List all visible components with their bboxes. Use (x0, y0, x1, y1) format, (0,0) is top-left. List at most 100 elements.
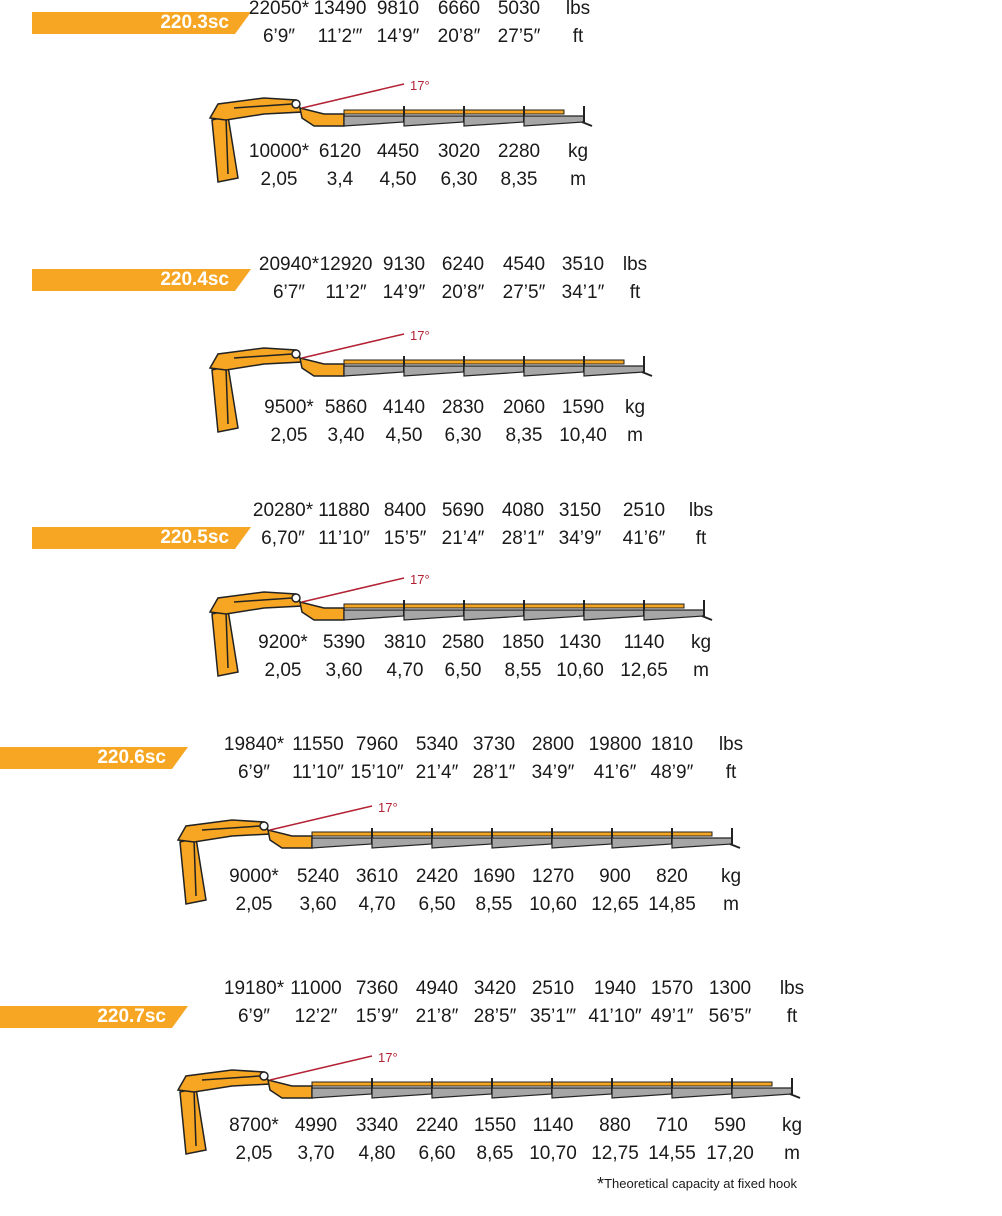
lbs-value: 11880 (318, 500, 370, 521)
extension-segment (731, 1087, 793, 1099)
angle-line (269, 805, 373, 831)
ft-value: 28’5″ (473, 1006, 517, 1027)
lbs-value: 7360 (355, 978, 399, 999)
kg-value: 4450 (376, 141, 420, 162)
m-value: 3,4 (326, 169, 354, 190)
ft-value: 6’9″ (262, 26, 296, 47)
ft-value: 49’1″ (650, 1006, 694, 1027)
extension-rod (343, 603, 685, 609)
column-cylinder (225, 367, 229, 425)
angle-label: 17° (410, 78, 430, 93)
model-name: 220.7sc (97, 1006, 166, 1027)
boom-tip (729, 843, 741, 849)
lbs-value: 2510 (531, 978, 575, 999)
m-value: 12,65 (591, 894, 639, 915)
ft-value: 27’5″ (497, 26, 541, 47)
ft-value: 15’5″ (383, 528, 427, 549)
ft-value: 21’4″ (415, 762, 459, 783)
knuckle-joint (291, 99, 301, 109)
model-name: 220.6sc (97, 747, 166, 768)
boom-tip (789, 1093, 801, 1099)
lbs-value: 8400 (383, 500, 427, 521)
extension-rod (311, 1081, 773, 1087)
ft-unit-label: ft (725, 762, 737, 783)
boom-cylinder (233, 103, 293, 109)
lbs-value: 3420 (473, 978, 517, 999)
extension-segment (403, 609, 465, 621)
kg-value: 590 (714, 1115, 746, 1136)
lbs-value: 2800 (531, 734, 575, 755)
lbs-value: 13490 (313, 0, 367, 19)
lbs-value: 3150 (558, 500, 602, 521)
m-unit-label: m (627, 425, 643, 446)
boom-cylinder (201, 1075, 261, 1081)
kg-value: 1140 (623, 632, 665, 653)
boom-cylinder (233, 353, 293, 359)
ft-value: 21’4″ (441, 528, 485, 549)
lbs-value: 22050* (248, 0, 310, 19)
lbs-value: 7960 (355, 734, 399, 755)
lbs-value: 19840* (223, 734, 285, 755)
kg-value: 6120 (318, 141, 362, 162)
ft-value: 11’10″ (318, 528, 370, 549)
kg-value: 1270 (531, 866, 575, 887)
extension-segment (583, 609, 645, 621)
lbs-value: 5030 (497, 0, 541, 19)
footnote-text: Theoretical capacity at fixed hook (604, 1176, 797, 1191)
knuckle-joint (259, 1071, 269, 1081)
ft-value: 34’1″ (561, 282, 605, 303)
kg-value: 1550 (473, 1115, 517, 1136)
extension-segment (343, 115, 405, 127)
kg-value: 1690 (472, 866, 516, 887)
ft-value: 6’7″ (272, 282, 306, 303)
extension-segment (611, 837, 673, 849)
crane-diagram: 17° (176, 800, 741, 905)
ft-value: 6’9″ (237, 762, 271, 783)
ft-value: 12’2″ (294, 1006, 338, 1027)
column-cylinder (225, 117, 229, 175)
kg-unit-label: kg (624, 397, 646, 418)
m-value: 10,60 (529, 894, 577, 915)
kg-value: 2060 (502, 397, 546, 418)
kg-value: 10000* (248, 141, 310, 162)
crane-diagram: 17° (176, 1050, 801, 1155)
kg-unit-label: kg (720, 866, 742, 887)
m-value: 3,40 (327, 425, 365, 446)
outer-boom (299, 106, 345, 127)
lbs-value: 9130 (382, 254, 426, 275)
m-value: 6,50 (418, 894, 456, 915)
ft-value: 6,70″ (261, 528, 305, 549)
ft-value: 14’9″ (382, 282, 426, 303)
kg-value: 710 (656, 1115, 688, 1136)
boom-cylinder (201, 825, 261, 831)
column-cylinder (193, 839, 197, 897)
kg-value: 8700* (229, 1115, 279, 1136)
extension-segment (583, 365, 645, 377)
inner-boom (208, 347, 304, 371)
lbs-unit-label: lbs (622, 254, 648, 275)
lbs-value: 1940 (593, 978, 637, 999)
lbs-value: 5690 (441, 500, 485, 521)
model-name: 220.5sc (160, 527, 229, 548)
extension-segment (523, 609, 585, 621)
lbs-value: 3510 (561, 254, 605, 275)
ft-unit-label: ft (786, 1006, 798, 1027)
inner-boom (208, 97, 304, 121)
lbs-value: 4540 (502, 254, 546, 275)
extension-rod (343, 359, 625, 365)
model-name: 220.3sc (160, 12, 229, 33)
column (179, 837, 207, 905)
ft-value: 15’10″ (350, 762, 404, 783)
m-value: 3,60 (325, 660, 363, 681)
knuckle-joint (291, 593, 301, 603)
lbs-value: 11000 (290, 978, 342, 999)
m-value: 3,60 (299, 894, 337, 915)
angle-line (301, 577, 405, 603)
kg-value: 820 (656, 866, 688, 887)
extension-segment (343, 609, 405, 621)
outer-boom (267, 1078, 313, 1099)
lbs-value: 20940* (258, 254, 320, 275)
m-value: 8,55 (475, 894, 513, 915)
